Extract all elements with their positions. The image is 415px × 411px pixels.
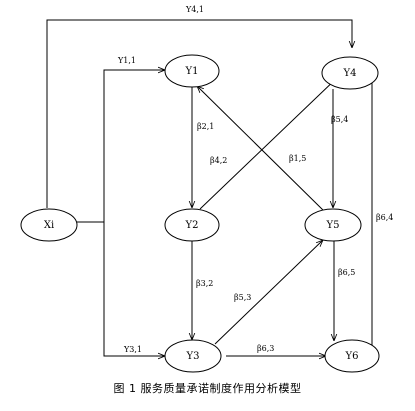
label-y5-y1: β1,5 [289, 154, 306, 163]
label-xi-y4: Y4,1 [185, 5, 204, 14]
path-model-diagram: Y4,1 Y1,1 Y3,1 β2,1 β4,2 β1,5 β5,4 β3,2 … [20, 5, 393, 373]
node-xi-shape [20, 208, 78, 242]
node-y1-shape [164, 54, 220, 88]
label-y4-y5: β5,4 [331, 115, 348, 124]
node-xi-label: Xi [44, 220, 54, 231]
edge-xi-y3 [103, 222, 165, 356]
label-xi-y1: Y1,1 [117, 56, 136, 65]
edges [46, 19, 372, 356]
label-xi-y3: Y3,1 [123, 345, 142, 354]
node-y3-label: Y3 [186, 351, 200, 362]
node-y5-label: Y5 [326, 220, 340, 231]
label-y2-y4: β4,2 [210, 156, 227, 165]
node-xi: Xi [20, 208, 78, 242]
node-y4-label: Y4 [343, 68, 357, 79]
node-y3: Y3 [164, 339, 222, 373]
node-y1-label: Y1 [185, 66, 199, 77]
node-y4-shape [321, 56, 379, 90]
edge-y5-y1 [197, 86, 327, 214]
node-y2-label: Y2 [185, 220, 199, 231]
node-y5-shape [304, 208, 362, 242]
edge-y2-y4 [199, 75, 340, 210]
figure-caption: 图 1 服务质量承诺制度作用分析模型 [113, 382, 302, 395]
node-y6: Y6 [324, 339, 380, 373]
node-y6-shape [324, 339, 380, 373]
edge-y3-y5 [214, 240, 323, 345]
label-y4-y6: β6,4 [376, 213, 393, 222]
node-y3-shape [164, 339, 222, 373]
label-y3-y6: β6,3 [257, 344, 274, 353]
node-y5: Y5 [304, 208, 362, 242]
node-y4: Y4 [321, 56, 379, 90]
label-y5-y6: β6,5 [338, 268, 355, 277]
edge-xi-y1 [77, 70, 165, 223]
node-y2: Y2 [164, 208, 220, 242]
node-y1: Y1 [164, 54, 220, 88]
label-y3-y5: β5,3 [234, 293, 251, 302]
edge-labels: Y4,1 Y1,1 Y3,1 β2,1 β4,2 β1,5 β5,4 β3,2 … [117, 5, 393, 354]
node-y2-shape [164, 208, 220, 242]
edge-xi-y4 [46, 19, 352, 208]
label-y2-y3: β3,2 [196, 279, 213, 288]
label-y1-y2: β2,1 [197, 122, 214, 131]
node-y6-label: Y6 [345, 351, 359, 362]
